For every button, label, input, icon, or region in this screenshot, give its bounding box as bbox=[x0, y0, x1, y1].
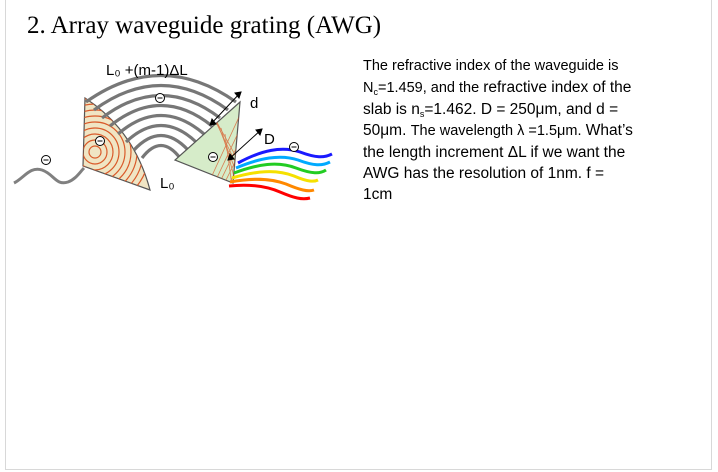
bottom-path-length-label: L₀ bbox=[160, 175, 175, 192]
nc-subscript: c bbox=[373, 87, 378, 97]
top-path-length-label: L₀ +(m-1)ΔL bbox=[106, 62, 188, 79]
d-label: d bbox=[250, 95, 258, 112]
d-value: 50μm. bbox=[363, 122, 411, 139]
problem-line-6: AWG has the resolution of 1nm. f = bbox=[363, 163, 681, 184]
output-waveguides bbox=[228, 147, 333, 201]
slide-title: 2. Array waveguide grating (AWG) bbox=[27, 12, 382, 39]
output-wave-orange bbox=[229, 177, 315, 193]
problem-line-3: slab is ns=1.462. D = 250μm, and d = bbox=[363, 99, 681, 120]
ns-prefix: slab is n bbox=[363, 101, 420, 118]
output-wave-blue bbox=[237, 147, 333, 165]
problem-line-5-text: the length increment ΔL if we want the bbox=[363, 144, 626, 161]
ns-subscript: s bbox=[419, 109, 425, 119]
D-label: D bbox=[264, 131, 275, 148]
problem-statement: The refractive index of the waveguide is… bbox=[363, 55, 681, 205]
input-fiber bbox=[13, 166, 86, 185]
wavelength-text: The wavelength λ =1.5μm. bbox=[410, 123, 582, 139]
D-dimension-arrow bbox=[227, 128, 263, 161]
problem-line-5: the length increment ΔL if we want the bbox=[363, 142, 681, 163]
nc-symbol: N bbox=[363, 80, 374, 96]
problem-line-4: 50μm. The wavelength λ =1.5μm. What’s bbox=[363, 120, 681, 142]
problem-line-1-text: The refractive index of the waveguide is bbox=[363, 58, 619, 74]
nc-value: =1.459, and the bbox=[377, 80, 484, 96]
problem-line-7-text: 1cm bbox=[363, 186, 393, 203]
output-wave-red bbox=[228, 183, 311, 201]
problem-line-2: Nc=1.459, and the refractive index of th… bbox=[363, 77, 681, 99]
left-slab bbox=[82, 96, 151, 191]
waveguide-array bbox=[85, 73, 237, 159]
problem-line-2-tail: refractive index of the bbox=[483, 79, 632, 96]
d-dimension-arrow bbox=[209, 91, 242, 126]
problem-line-1: The refractive index of the waveguide is bbox=[363, 55, 681, 77]
problem-line-6-text: AWG has the resolution of 1nm. f = bbox=[363, 165, 605, 182]
question-start: What’s bbox=[581, 122, 633, 139]
output-wave-cyan bbox=[235, 155, 331, 170]
problem-line-7: 1cm bbox=[363, 184, 681, 205]
output-wave-yellow bbox=[231, 170, 319, 183]
slide-frame bbox=[5, 0, 712, 470]
output-wave-green bbox=[233, 162, 327, 175]
ns-value: =1.462. D = 250μm, and d = bbox=[424, 101, 619, 118]
